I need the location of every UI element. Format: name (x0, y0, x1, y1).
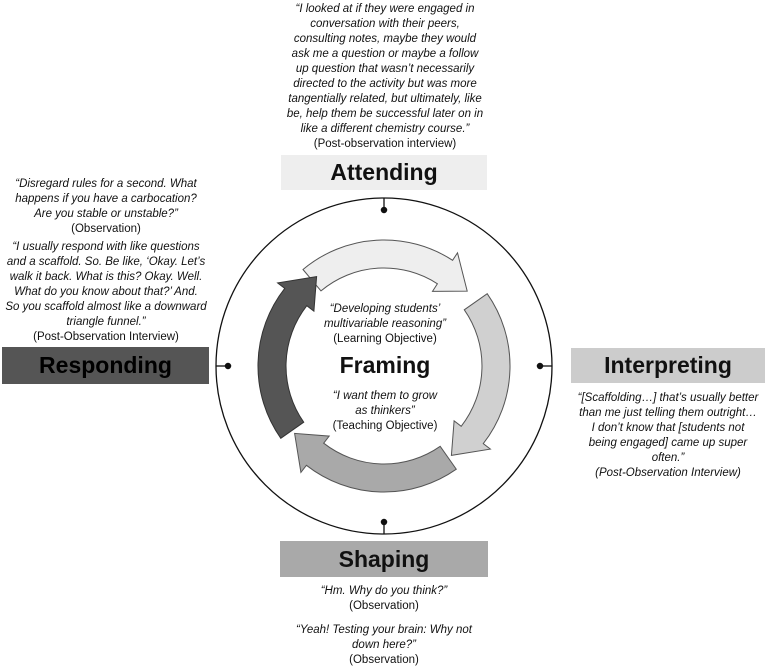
shaping-quote-1: “Hm. Why do you think?” (Observation) (264, 584, 504, 614)
responding-label-text: Responding (39, 352, 172, 378)
interpreting-quote-line: “[Scaffolding…] that’s usually better (577, 392, 759, 404)
interpreting-source: (Post-Observation Interview) (595, 467, 741, 479)
responding-quote-line: Are you stable or unstable?” (34, 208, 178, 220)
learning-objective-quote: multivariable reasoning” (323, 318, 447, 330)
teaching-objective-source: (Teaching Objective) (332, 420, 438, 432)
responding-quote-2: “I usually respond with like questions a… (0, 240, 212, 345)
shaping-source-1: (Observation) (349, 600, 419, 612)
responding-source-1: (Observation) (71, 223, 141, 235)
responding-quote-line: “I usually respond with like questions (12, 241, 200, 253)
learning-objective: “Developing students’ multivariable reas… (292, 302, 478, 347)
connectors (216, 198, 552, 534)
connector-dot-attending (380, 206, 388, 214)
connector-dot-shaping (380, 518, 388, 526)
attending-quote-line: “I looked at if they were engaged in (295, 3, 475, 15)
learning-objective-quote: “Developing students’ (329, 303, 441, 315)
interpreting-label: Interpreting (571, 348, 765, 383)
responding-quote-line: So you scaffold almost like a downward (5, 301, 207, 313)
attending-quote-line: ask me a question or maybe a follow (291, 48, 479, 60)
framing-label: Framing (339, 352, 431, 378)
attending-quote-line: be, help them be successful later on in (286, 108, 484, 120)
responding-quote-line: triangle funnel.” (66, 316, 146, 328)
attending-label: Attending (281, 155, 487, 190)
attending-quote-line: consulting notes, maybe they would (293, 33, 477, 45)
interpreting-quote-line: than me just telling them outright… (579, 407, 757, 419)
interpreting-quote: “[Scaffolding…] that’s usually better th… (570, 391, 766, 481)
responding-quote-line: What do you know about that?’ And. (14, 286, 198, 298)
responding-quote-line: and a scaffold. So. Be like, ‘Okay. Let’… (6, 256, 206, 268)
attending-quote-line: conversation with their peers, (310, 18, 460, 30)
shaping-label: Shaping (280, 541, 488, 577)
teaching-objective-quote: as thinkers” (355, 405, 415, 417)
responding-quote-line: “Disregard rules for a second. What (15, 178, 197, 190)
responding-label: Responding (2, 347, 209, 384)
shaping-quote-2: “Yeah! Testing your brain: Why not down … (264, 623, 504, 668)
responding-quote-line: happens if you have a carbocation? (15, 193, 197, 205)
responding-quote-line: walk it back. What is this? Okay. Well. (9, 271, 203, 283)
connector-dot-responding (224, 362, 232, 370)
interpreting-quote-line: being engaged] came up super (588, 437, 748, 449)
teaching-objective-quote: “I want them to grow (332, 390, 438, 402)
learning-objective-source: (Learning Objective) (333, 333, 437, 345)
shaping-source-2: (Observation) (349, 654, 419, 666)
attending-quote-line: like a different chemistry course.” (300, 123, 470, 135)
interpreting-quote-line: I don’t know that [students not (591, 422, 745, 434)
shaping-quote-line: down here?” (352, 639, 416, 651)
attending-quote: “I looked at if they were engaged in con… (265, 2, 505, 152)
cycle-arrow-attending-to-interpreting (302, 239, 468, 292)
cycle-arrow-shaping-to-responding (294, 432, 457, 493)
attending-quote-line: up question that wasn’t necessarily (295, 63, 475, 75)
interpreting-quote-line: often.” (651, 452, 685, 464)
interpreting-label-text: Interpreting (604, 352, 732, 378)
shaping-label-text: Shaping (338, 545, 430, 572)
shaping-quote-line: “Yeah! Testing your brain: Why not (295, 624, 472, 636)
teaching-objective: “I want them to grow as thinkers” (Teach… (292, 389, 478, 434)
shaping-quote-line: “Hm. Why do you think?” (320, 585, 448, 597)
attending-label-text: Attending (330, 159, 438, 185)
attending-source: (Post-observation interview) (313, 138, 457, 150)
attending-quote-line: directed to the activity but was more (293, 78, 477, 90)
connector-dot-interpreting (536, 362, 544, 370)
cycle-arrow-responding-to-attending (257, 276, 318, 439)
responding-quote-1: “Disregard rules for a second. What happ… (0, 177, 212, 237)
attending-quote-line: tangentially related, but ultimately, li… (288, 93, 482, 105)
cycle-arrow-interpreting-to-shaping (450, 293, 511, 456)
responding-source-2: (Post-Observation Interview) (33, 331, 179, 343)
